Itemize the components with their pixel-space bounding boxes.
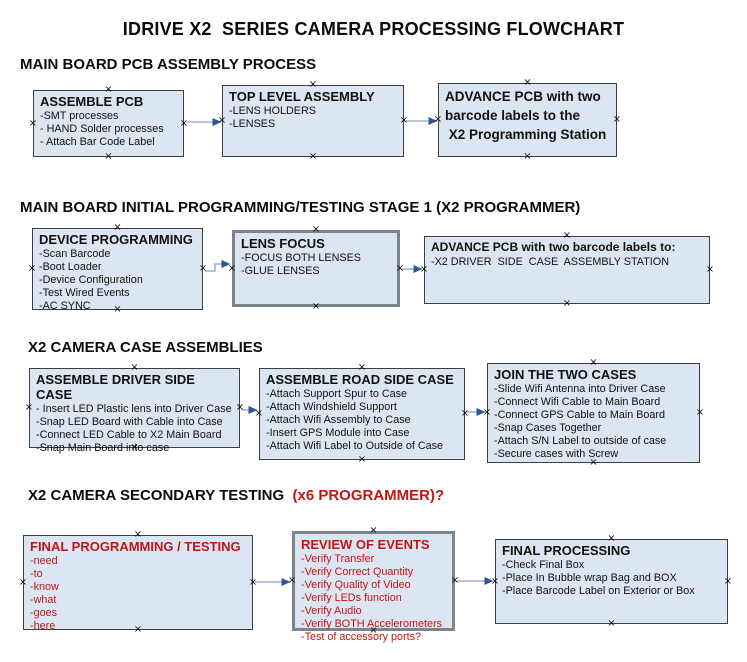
box-item: -what	[30, 594, 57, 606]
box-title: JOIN THE TWO CASES	[494, 367, 637, 382]
box-item: -Verify Transfer	[301, 553, 375, 565]
box-item: -Verify BOTH Accelerometers	[301, 618, 442, 630]
flow-box-advance-pcb-driver-side[interactable]: ADVANCE PCB with two barcode labels to: …	[424, 236, 710, 304]
box-item: -Place Barcode Label on Exterior or Box	[502, 585, 695, 597]
box-item: -Snap LED Board with Cable into Case	[36, 416, 223, 428]
box-item: - Attach Bar Code Label	[40, 136, 155, 148]
box-item: -Attach S/N Label to outside of case	[494, 435, 667, 447]
box-item: - Insert LED Plastic lens into Driver Ca…	[36, 403, 232, 415]
box-items: - Insert LED Plastic lens into Driver Ca…	[36, 403, 234, 455]
flow-box-advance-pcb-programming-station[interactable]: ADVANCE PCB with two barcode labels to t…	[438, 83, 617, 157]
box-item: -Verify LEDs function	[301, 592, 402, 604]
box-item: -AC SYNC	[39, 300, 91, 312]
box-item: -Scan Barcode	[39, 248, 111, 260]
box-title: ASSEMBLE ROAD SIDE CASE	[266, 372, 454, 387]
section-heading-secondary-testing: X2 CAMERA SECONDARY TESTING (x6 PROGRAMM…	[28, 487, 444, 504]
box-title: FINAL PROGRAMMING / TESTING	[30, 539, 241, 554]
box-item: -here	[30, 620, 56, 632]
box-item: -Connect GPS Cable to Main Board	[494, 409, 666, 421]
box-items: -Attach Support Spur to Case-Attach Wind…	[266, 388, 459, 453]
box-item: -Insert GPS Module into Case	[266, 427, 410, 439]
section-heading-red-part: (x6 PROGRAMMER)?	[292, 487, 445, 504]
flow-box-assemble-driver-side-case[interactable]: ASSEMBLE DRIVER SIDE CASE - Insert LED P…	[29, 368, 240, 454]
box-title: LENS FOCUS	[241, 236, 325, 251]
box-title: ASSEMBLE PCB	[40, 94, 144, 109]
box-item: -Secure cases with Screw	[494, 448, 619, 460]
box-item: -Check Final Box	[502, 559, 585, 571]
box-title: ADVANCE PCB with two barcode labels to t…	[445, 89, 607, 142]
box-item: -Place In Bubble wrap Bag and BOX	[502, 572, 677, 584]
box-items: -Scan Barcode-Boot Loader-Device Configu…	[39, 248, 197, 313]
flow-box-lens-focus[interactable]: LENS FOCUS -FOCUS BOTH LENSES-GLUE LENSE…	[232, 230, 400, 307]
box-title: ASSEMBLE DRIVER SIDE CASE	[36, 372, 199, 402]
box-title: ADVANCE PCB with two barcode labels to:	[431, 240, 676, 254]
box-title: DEVICE PROGRAMMING	[39, 232, 193, 247]
box-item: -goes	[30, 607, 58, 619]
box-item: -Verify Quality of Video	[301, 579, 411, 591]
box-item: -FOCUS BOTH LENSES	[241, 252, 361, 264]
box-item: -Attach Windshield Support	[266, 401, 397, 413]
box-item: -Test of accessory ports?	[301, 631, 422, 643]
box-item: -Attach Wifi Label to Outside of Case	[266, 440, 444, 452]
box-title: FINAL PROCESSING	[502, 543, 631, 558]
box-item: -Snap Cases Together	[494, 422, 602, 434]
flow-box-assemble-road-side-case[interactable]: ASSEMBLE ROAD SIDE CASE -Attach Support …	[259, 368, 465, 460]
box-item: -Connect Wifi Cable to Main Board	[494, 396, 661, 408]
flow-box-assemble-pcb[interactable]: ASSEMBLE PCB -SMT processes- HAND Solder…	[33, 90, 184, 157]
box-item: -Attach Wifi Assembly to Case	[266, 414, 411, 426]
section-heading-initial-programming: MAIN BOARD INITIAL PROGRAMMING/TESTING S…	[20, 199, 581, 216]
section-heading-pcb-assembly: MAIN BOARD PCB ASSEMBLY PROCESS	[20, 56, 317, 73]
box-item: -Test Wired Events	[39, 287, 130, 299]
box-item: -Verify Correct Quantity	[301, 566, 414, 578]
box-title: TOP LEVEL ASSEMBLY	[229, 89, 375, 104]
box-items: -need-to-know-what-goes-here	[30, 555, 247, 633]
box-item: -Attach Support Spur to Case	[266, 388, 408, 400]
flow-box-device-programming[interactable]: DEVICE PROGRAMMING -Scan Barcode-Boot Lo…	[32, 228, 203, 313]
box-item: -Snap Main Board into case	[36, 442, 170, 454]
box-item: -LENSES	[229, 118, 276, 130]
flow-box-final-programming-testing[interactable]: FINAL PROGRAMMING / TESTING -need-to-kno…	[23, 535, 253, 633]
section-heading-black-part: X2 CAMERA SECONDARY TESTING	[28, 487, 293, 504]
box-item: -X2 DRIVER SIDE CASE ASSEMBLY STATION	[431, 256, 669, 268]
box-item: -to	[30, 568, 43, 580]
arrow-device-to-lensfocus	[205, 260, 231, 272]
box-item: -Verify Audio	[301, 605, 362, 617]
box-item: -LENS HOLDERS	[229, 105, 316, 117]
box-title: REVIEW OF EVENTS	[301, 537, 430, 552]
box-items: -Check Final Box-Place In Bubble wrap Ba…	[502, 559, 722, 598]
flow-box-review-of-events[interactable]: REVIEW OF EVENTS -Verify Transfer-Verify…	[292, 531, 455, 643]
page-title: IDRIVE X2 SERIES CAMERA PROCESSING FLOWC…	[122, 19, 625, 39]
flow-box-top-level-assembly[interactable]: TOP LEVEL ASSEMBLY -LENS HOLDERS-LENSES	[222, 85, 404, 157]
box-items: -X2 DRIVER SIDE CASE ASSEMBLY STATION	[431, 256, 704, 269]
box-items: -FOCUS BOTH LENSES-GLUE LENSES	[241, 252, 392, 278]
box-item: -know	[30, 581, 59, 593]
flow-box-final-processing[interactable]: FINAL PROCESSING -Check Final Box-Place …	[495, 539, 728, 624]
box-item: -GLUE LENSES	[241, 265, 320, 277]
box-items: -SMT processes- HAND Solder processes- A…	[40, 110, 178, 149]
box-item: -SMT processes	[40, 110, 119, 122]
box-item: -Connect LED Cable to X2 Main Board	[36, 429, 222, 441]
box-item: -Slide Wifi Antenna into Driver Case	[494, 383, 666, 395]
box-items: -Slide Wifi Antenna into Driver Case-Con…	[494, 383, 694, 461]
box-item: -need	[30, 555, 58, 567]
box-item: - HAND Solder processes	[40, 123, 164, 135]
box-item: -Device Configuration	[39, 274, 143, 286]
section-heading-case-assemblies: X2 CAMERA CASE ASSEMBLIES	[28, 339, 263, 356]
box-items: -LENS HOLDERS-LENSES	[229, 105, 398, 131]
box-items: -Verify Transfer-Verify Correct Quantity…	[301, 553, 447, 644]
box-item: -Boot Loader	[39, 261, 102, 273]
flow-box-join-the-two-cases[interactable]: JOIN THE TWO CASES -Slide Wifi Antenna i…	[487, 363, 700, 463]
